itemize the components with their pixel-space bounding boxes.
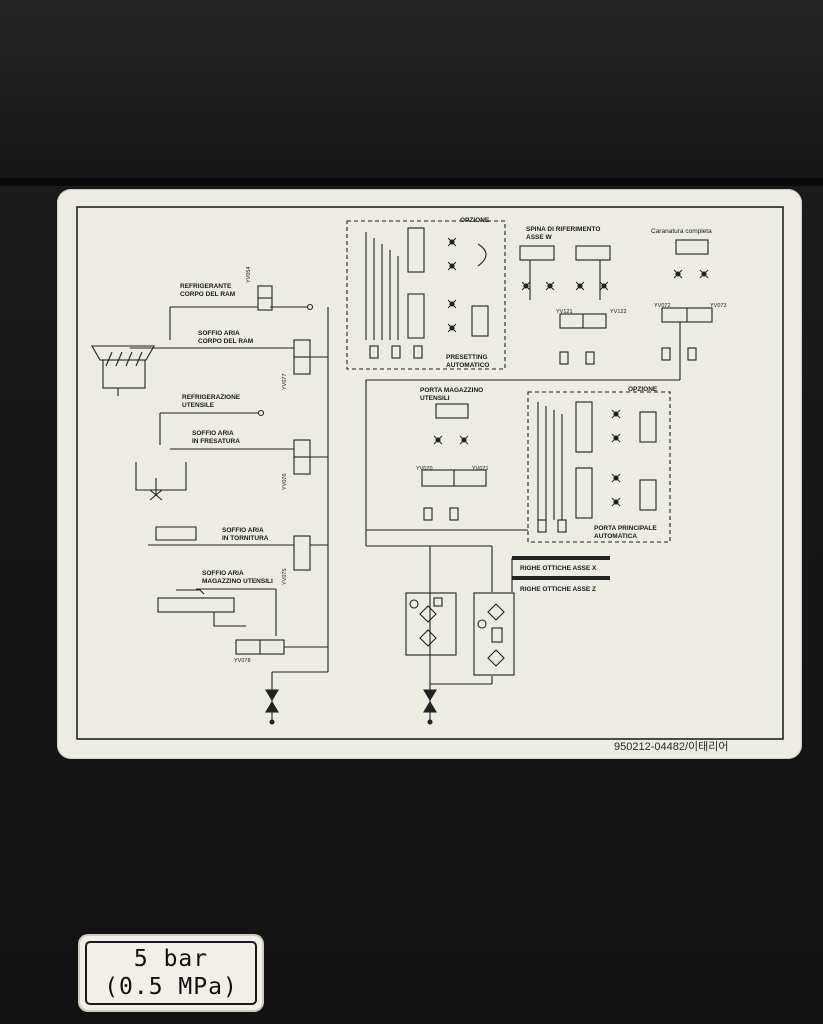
label-tornitura: IN TORNITURA (222, 535, 269, 542)
label-spina: SPINA DI RIFERIMENTO (526, 226, 600, 233)
label-automatica: AUTOMATICA (594, 533, 637, 540)
pressure-badge: 5 bar (0.5 MPa) (80, 936, 262, 1010)
label-utensile: UTENSILE (182, 402, 215, 409)
label-soffio-magazzino: SOFFIO ARIA (202, 570, 244, 577)
label-opzione-2: OPZIONE (628, 386, 658, 393)
code-yv070: YV070 (416, 466, 433, 472)
code-yv054: YV054 (246, 266, 252, 283)
code-yv121: YV121 (556, 309, 573, 315)
porta-principale-block (527, 391, 671, 543)
label-righe-z: RIGHE OTTICHE ASSE Z (520, 586, 596, 593)
filter-units (405, 556, 610, 676)
code-yv073: YV073 (710, 303, 727, 309)
label-porta-principale: PORTA PRINCIPALE (594, 525, 657, 532)
code-yv078: YV078 (234, 658, 251, 664)
pressure-badge-border: 5 bar (0.5 MPa) (85, 941, 257, 1005)
label-refrigerazione: REFRIGERAZIONE (182, 394, 241, 401)
label-corpo-ram: CORPO DEL RAM (180, 291, 235, 298)
code-yv076: YV076 (282, 473, 288, 490)
panel-seam (0, 178, 823, 186)
label-presetting: PRESETTING (446, 354, 488, 361)
code-yv072: YV072 (654, 303, 671, 309)
label-fresatura: IN FRESATURA (192, 438, 240, 445)
label-soffio-corpo-2: CORPO DEL RAM (198, 338, 253, 345)
caranatura-block (661, 239, 713, 380)
label-soffio-tornitura: SOFFIO ARIA (222, 527, 264, 534)
main-bus (365, 379, 680, 725)
diagram-frame (76, 206, 784, 740)
part-number: 950212-04482/이태리어 (614, 740, 729, 753)
pressure-bar-value: 5 bar (133, 946, 209, 972)
label-refrigerante: REFRIGERANTE (180, 283, 232, 290)
presetting-block (346, 220, 506, 370)
label-asse-w: ASSE W (526, 234, 553, 241)
label-magazzino: MAGAZZINO UTENSILI (202, 578, 273, 585)
label-soffio-fresatura: SOFFIO ARIA (192, 430, 234, 437)
label-opzione-1: OPZIONE (460, 217, 490, 224)
left-circuit (91, 285, 329, 725)
machine-top-panel (0, 0, 823, 178)
label-soffio-corpo: SOFFIO ARIA (198, 330, 240, 337)
label-utensili: UTENSILI (420, 395, 450, 402)
label-caranatura: Caranatura completa (651, 228, 712, 235)
porta-magazzino-block (421, 403, 487, 521)
spina-block (519, 245, 611, 365)
pressure-mpa-value: (0.5 MPa) (104, 974, 238, 1000)
label-automatico: AUTOMATICO (446, 362, 489, 369)
code-yv122: YV122 (610, 309, 627, 315)
code-yv075: YV075 (282, 568, 288, 585)
code-yv071: YV071 (472, 466, 489, 472)
label-porta-magazzino: PORTA MAGAZZINO (420, 387, 483, 394)
label-righe-x: RIGHE OTTICHE ASSE X (520, 565, 597, 572)
code-yv077: YV077 (282, 373, 288, 390)
